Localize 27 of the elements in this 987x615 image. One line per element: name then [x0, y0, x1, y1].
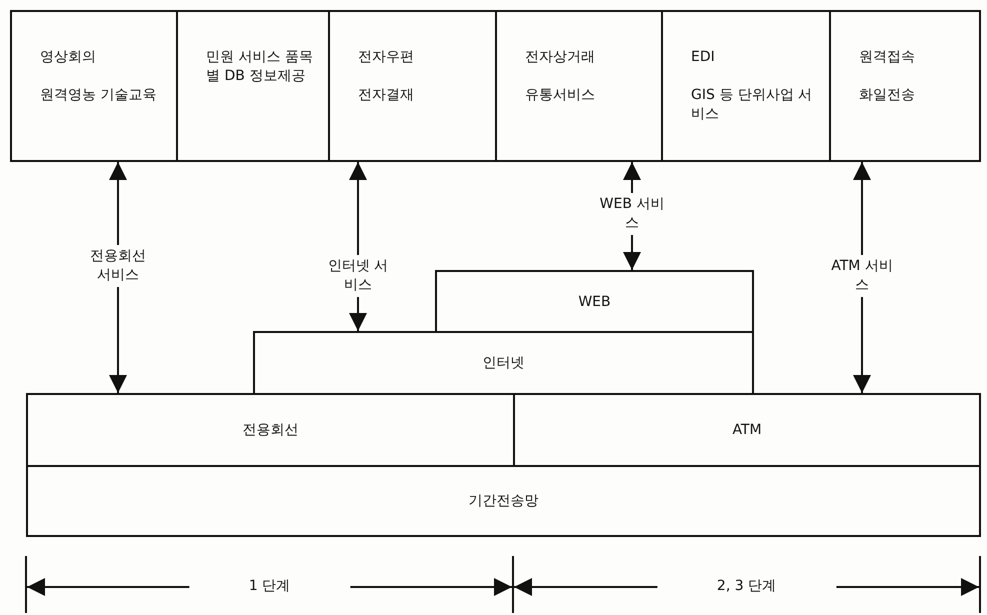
stage-label: 2, 3 단계	[656, 577, 836, 595]
box-label: 기간전송망	[468, 492, 538, 510]
service-box	[10, 10, 178, 162]
box-label: GIS 등 단위사업 서비스	[691, 86, 814, 124]
box-label: 영상회의	[40, 48, 97, 67]
service-box	[495, 10, 663, 162]
box-label: 유통서비스	[525, 86, 596, 105]
box-label: ATM	[732, 422, 762, 438]
service-box	[176, 10, 330, 162]
box-label: 원격접속	[859, 48, 916, 67]
box-label: 전자결재	[358, 86, 415, 105]
box-label: 전용회선	[242, 421, 298, 439]
box-label: 원격영농 기술교육	[40, 86, 158, 105]
box-label: 인터넷	[482, 354, 524, 372]
box-label: 전자상거래	[525, 48, 596, 67]
box-label: 전자우편	[358, 48, 415, 67]
service-box	[328, 10, 497, 162]
box-label: 민원 서비스 품목별 DB 정보제공	[206, 48, 314, 86]
box-label: EDI	[691, 48, 716, 67]
service-box	[829, 10, 981, 162]
stage-label: 1 단계	[188, 577, 350, 595]
box-label: WEB	[578, 294, 611, 310]
box-label: 화일전송	[859, 86, 916, 105]
service-box	[661, 10, 831, 162]
network-layer-box	[26, 465, 981, 537]
network-layer-box	[435, 270, 754, 333]
network-layer-box	[253, 331, 754, 395]
